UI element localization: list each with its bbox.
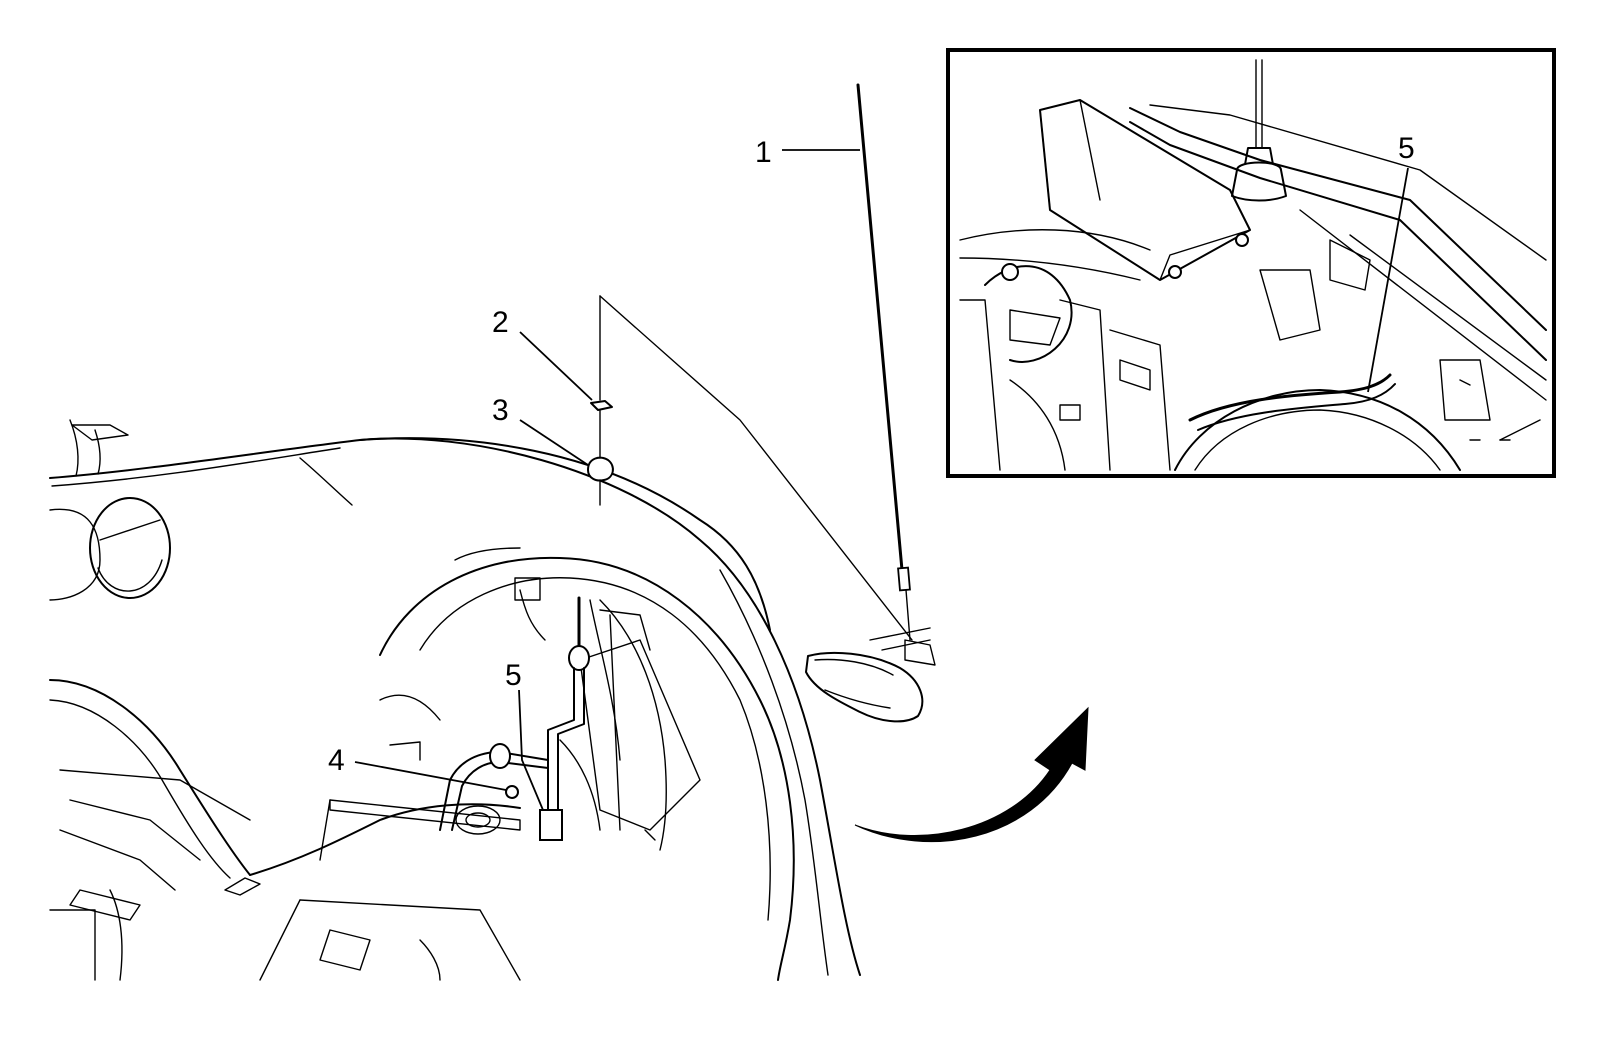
- detail-inset: 5: [946, 48, 1556, 478]
- vehicle-body-illustration: [49, 419, 936, 981]
- inset-callout-leader: [1367, 167, 1409, 393]
- antenna-bezel: [587, 456, 614, 482]
- curved-arrow-icon: [854, 706, 1089, 843]
- callout-1: 1: [755, 136, 772, 169]
- callout-4: 4: [328, 744, 345, 777]
- antenna-cable: [439, 596, 590, 841]
- assembly-guide-diagonal: [599, 295, 913, 641]
- callout-5-inset: 5: [1398, 132, 1415, 165]
- callout-3: 3: [492, 394, 509, 427]
- antenna-mast: [856, 83, 911, 641]
- callout-5: 5: [505, 659, 522, 692]
- callout-leaders: [354, 149, 860, 811]
- callout-2: 2: [492, 306, 509, 339]
- antenna-nut: [590, 400, 613, 411]
- inset-illustration: [959, 59, 1547, 471]
